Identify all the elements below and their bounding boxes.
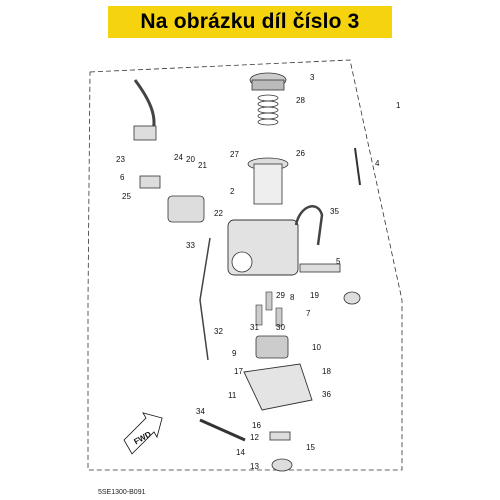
callout-7: 7 bbox=[306, 309, 311, 318]
callout-18: 18 bbox=[322, 367, 331, 376]
callout-19: 19 bbox=[310, 291, 319, 300]
callout-20: 20 bbox=[186, 155, 195, 164]
fwd-arrow: FWD bbox=[123, 412, 163, 455]
title-text: Na obrázku díl číslo 3 bbox=[140, 10, 360, 33]
assembly-outline bbox=[87, 59, 403, 471]
callout-2: 2 bbox=[230, 187, 235, 196]
diagram-code: 5SE1300-B091 bbox=[98, 489, 146, 496]
callout-17: 17 bbox=[234, 367, 243, 376]
jet-31 bbox=[255, 304, 263, 326]
callout-31: 31 bbox=[250, 323, 259, 332]
callout-22: 22 bbox=[214, 209, 223, 218]
drain-hose bbox=[199, 237, 211, 361]
callout-33: 33 bbox=[186, 241, 195, 250]
jet-30 bbox=[275, 307, 283, 327]
callout-5: 5 bbox=[336, 257, 341, 266]
callout-25: 25 bbox=[122, 192, 131, 201]
float-bowl bbox=[243, 363, 313, 411]
callout-21: 21 bbox=[198, 161, 207, 170]
jet-29 bbox=[265, 291, 273, 311]
callout-14: 14 bbox=[236, 448, 245, 457]
piston-body bbox=[253, 163, 283, 205]
callout-34: 34 bbox=[196, 407, 205, 416]
callout-30: 30 bbox=[276, 323, 285, 332]
callout-15: 15 bbox=[306, 443, 315, 452]
title-banner: Na obrázku díl číslo 3 bbox=[108, 6, 392, 38]
callout-1: 1 bbox=[396, 101, 401, 110]
callout-28: 28 bbox=[296, 96, 305, 105]
carb-intake bbox=[231, 251, 253, 273]
callout-27: 27 bbox=[230, 150, 239, 159]
callout-23: 23 bbox=[116, 155, 125, 164]
callout-13: 13 bbox=[250, 462, 259, 471]
top-cap-body bbox=[251, 79, 285, 91]
callout-4: 4 bbox=[375, 159, 380, 168]
drain-rod bbox=[199, 418, 246, 442]
callout-24: 24 bbox=[174, 153, 183, 162]
callout-36: 36 bbox=[322, 390, 331, 399]
float bbox=[255, 335, 289, 359]
idle-screw bbox=[299, 263, 341, 273]
callout-6-left: 6 bbox=[120, 173, 125, 182]
callout-16: 16 bbox=[252, 421, 261, 430]
callout-12: 12 bbox=[250, 433, 259, 442]
choke-unit bbox=[167, 195, 205, 223]
callout-32: 32 bbox=[214, 327, 223, 336]
callout-29: 29 bbox=[276, 291, 285, 300]
callout-9: 9 bbox=[232, 349, 237, 358]
part-13-plug bbox=[271, 458, 293, 472]
part-4-screw bbox=[354, 147, 361, 186]
callout-11: 11 bbox=[228, 391, 237, 400]
screw-washer bbox=[343, 291, 361, 305]
bracket bbox=[139, 175, 161, 189]
callout-8: 8 bbox=[290, 293, 295, 302]
callout-10: 10 bbox=[312, 343, 321, 352]
callout-35: 35 bbox=[330, 207, 339, 216]
callout-3-top: 3 bbox=[310, 73, 315, 82]
vent-hose bbox=[294, 205, 324, 246]
cable-adjuster bbox=[133, 125, 157, 141]
callout-26: 26 bbox=[296, 149, 305, 158]
spring bbox=[257, 94, 279, 126]
part-12 bbox=[269, 431, 291, 441]
